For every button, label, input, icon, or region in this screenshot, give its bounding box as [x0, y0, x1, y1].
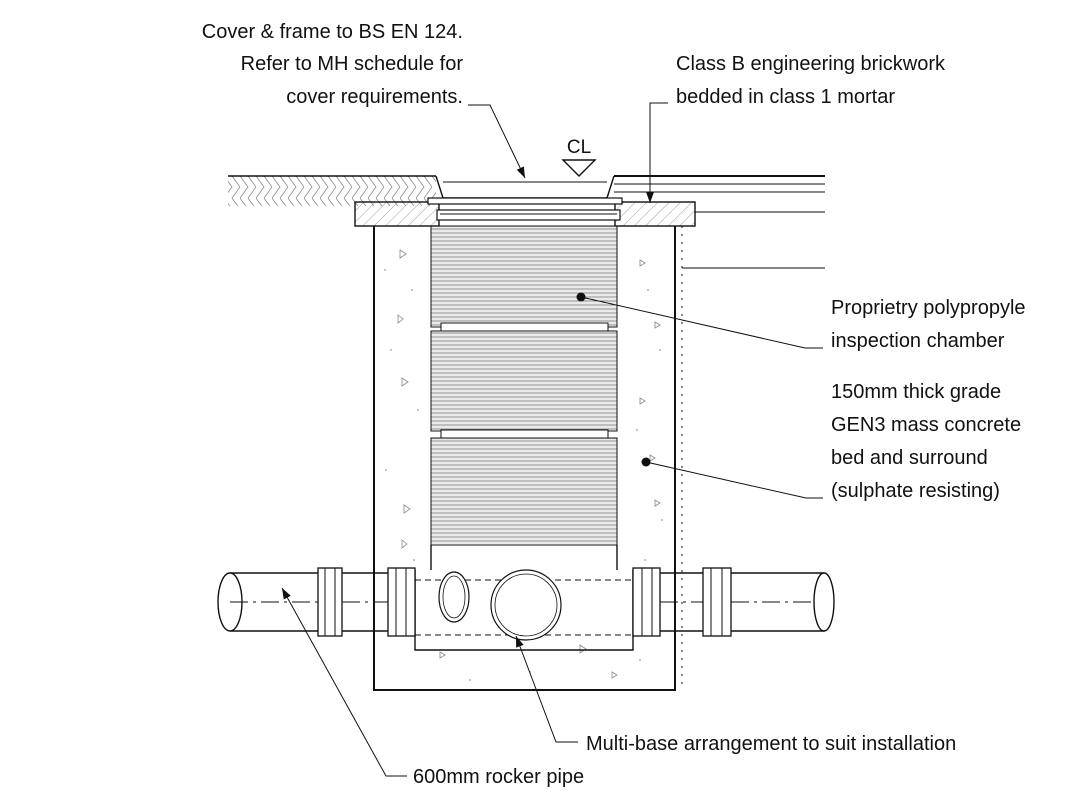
concrete-note-line-1: 150mm thick grade [831, 381, 1001, 403]
base-note: Multi-base arrangement to suit installat… [586, 733, 956, 755]
concrete-surround [373, 226, 683, 691]
centreline-label: CL [567, 137, 591, 158]
leader-lines [281, 102, 823, 777]
concrete-note-line-3: bed and surround [831, 447, 988, 469]
cover-and-frame [427, 175, 623, 221]
brick-note-line-2: bedded in class 1 mortar [676, 86, 895, 108]
inspection-chamber [430, 225, 618, 570]
pipe-left [217, 567, 416, 637]
pipe-right [632, 567, 835, 637]
cover-note-line-2: Refer to MH schedule for [241, 53, 464, 75]
cover-note-line-1: Cover & frame to BS EN 124. [202, 21, 463, 43]
chamber-note-line-2: inspection chamber [831, 330, 1005, 352]
cover-note-line-3: cover requirements. [286, 86, 463, 108]
brick-note-line-1: Class B engineering brickwork [676, 53, 946, 75]
chamber-note-line-1: Proprietry polypropyle [831, 297, 1026, 319]
notes: Cover & frame to BS EN 124. Refer to MH … [202, 21, 1026, 788]
rocker-pipe-note: 600mm rocker pipe [413, 766, 584, 788]
concrete-note-line-4: (sulphate resisting) [831, 480, 1000, 502]
concrete-note-line-2: GEN3 mass concrete [831, 414, 1021, 436]
chamber-base [414, 569, 634, 651]
ground-paving-left [228, 175, 436, 206]
centreline-marker: CL [561, 137, 597, 177]
